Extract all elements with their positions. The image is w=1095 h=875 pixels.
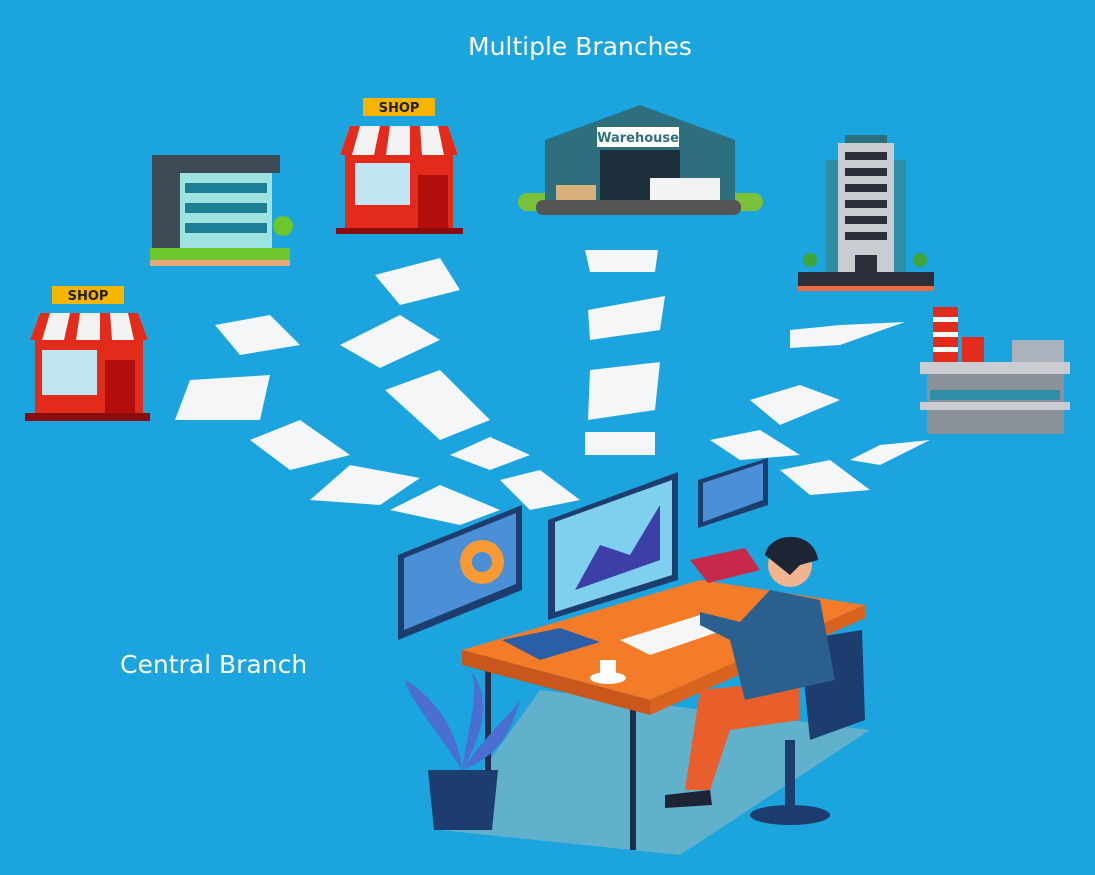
central-branch-workstation — [398, 458, 870, 855]
office-building — [150, 155, 293, 266]
diagram-title: Multiple Branches — [468, 32, 692, 61]
shop-left: SHOP — [25, 286, 150, 421]
factory — [920, 307, 1070, 434]
shop-top: SHOP — [336, 98, 463, 234]
shop-sign-text: SHOP — [379, 101, 420, 116]
warehouse: Warehouse — [518, 105, 763, 215]
warehouse-sign-text: Warehouse — [597, 131, 679, 146]
shop-sign-text: SHOP — [68, 289, 109, 304]
central-branch-label: Central Branch — [120, 650, 308, 679]
tower-building — [798, 135, 934, 291]
flying-documents — [175, 250, 930, 525]
